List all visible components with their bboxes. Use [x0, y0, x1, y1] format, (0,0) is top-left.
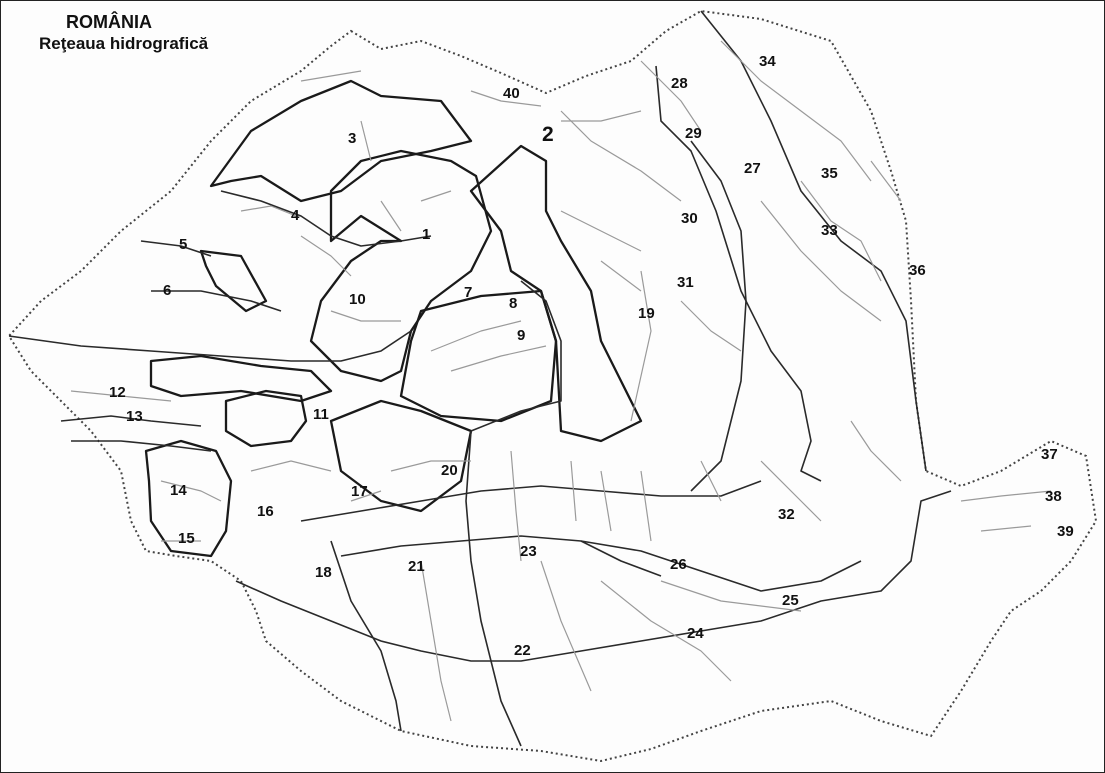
title-country: ROMÂNIA: [66, 12, 152, 32]
river-timis: [60, 415, 212, 452]
river-olt-lower: [465, 430, 522, 747]
label-10: 10: [349, 291, 366, 308]
river-mures-tributary: [580, 540, 662, 577]
label-20: 20: [441, 462, 458, 479]
label-23: 23: [520, 543, 537, 560]
river-siret: [655, 65, 822, 482]
label-5: 5: [179, 236, 187, 253]
label-2: 2: [542, 123, 554, 146]
river-danube: [235, 490, 952, 662]
label-13: 13: [126, 408, 143, 425]
label-24: 24: [687, 625, 704, 642]
label-3: 3: [348, 130, 356, 147]
label-8: 8: [509, 295, 517, 312]
basin-outline: [199, 249, 268, 313]
label-9: 9: [517, 327, 525, 344]
tributary: [300, 70, 547, 372]
label-34: 34: [759, 53, 776, 70]
label-16: 16: [257, 503, 274, 520]
label-30: 30: [681, 210, 698, 227]
basin-outline: [144, 439, 233, 558]
label-1: 1: [422, 226, 430, 243]
label-15: 15: [178, 530, 195, 547]
label-17: 17: [351, 483, 368, 500]
river-ialomita: [340, 535, 862, 592]
river-jiu: [330, 540, 402, 732]
river-mures: [8, 330, 412, 362]
basin-outline: [149, 354, 333, 403]
tributary: [70, 390, 1052, 542]
map-labels: 1 2 3 4 5 6 7 8 9 10 11 12 13 14 15 16 1…: [109, 53, 1074, 659]
label-40: 40: [503, 85, 520, 102]
label-25: 25: [782, 592, 799, 609]
label-18: 18: [315, 564, 332, 581]
label-38: 38: [1045, 488, 1062, 505]
river-olt: [470, 280, 562, 432]
label-31: 31: [677, 274, 694, 291]
label-14: 14: [170, 482, 187, 499]
tributary: [350, 450, 822, 562]
label-26: 26: [670, 556, 687, 573]
basin-outline: [399, 289, 558, 423]
label-4: 4: [291, 207, 300, 224]
basin-outline: [224, 389, 308, 448]
tributary: [640, 40, 902, 282]
tributary: [560, 110, 882, 422]
basin-outline: [209, 79, 473, 203]
label-39: 39: [1057, 523, 1074, 540]
river-trotus: [690, 140, 747, 492]
basin-outline: [309, 149, 493, 383]
river-somes: [220, 190, 432, 247]
label-37: 37: [1041, 446, 1058, 463]
label-27: 27: [744, 160, 761, 177]
basin-outline: [329, 399, 473, 513]
label-35: 35: [821, 165, 838, 182]
map-title: ROMÂNIA Reţeaua hidrografică: [39, 11, 208, 55]
basin-outline: [469, 144, 643, 443]
label-29: 29: [685, 125, 702, 142]
label-7: 7: [464, 284, 472, 301]
label-22: 22: [514, 642, 531, 659]
label-11: 11: [313, 406, 329, 423]
tributary: [420, 420, 902, 722]
label-33: 33: [821, 222, 838, 239]
tributary: [240, 90, 642, 232]
label-32: 32: [778, 506, 795, 523]
label-12: 12: [109, 384, 126, 401]
river-prut: [700, 10, 927, 472]
label-19: 19: [638, 305, 655, 322]
label-6: 6: [163, 282, 171, 299]
label-21: 21: [408, 558, 425, 575]
river-arges: [300, 480, 762, 522]
label-36: 36: [909, 262, 926, 279]
river-crisuri: [140, 240, 282, 312]
title-subtitle: Reţeaua hidrografică: [39, 34, 209, 53]
label-28: 28: [671, 75, 688, 92]
